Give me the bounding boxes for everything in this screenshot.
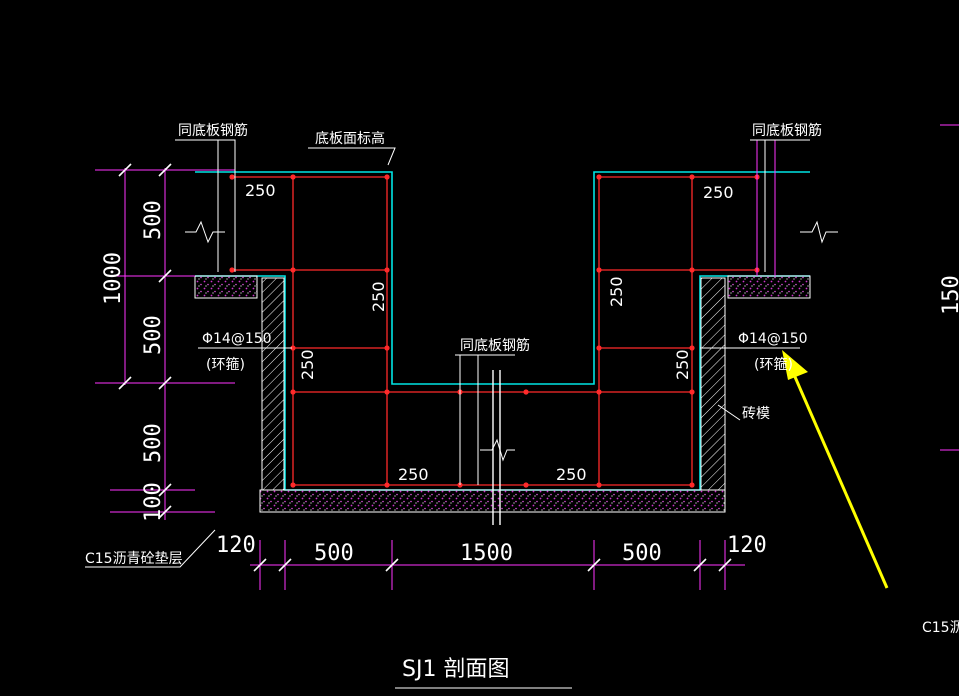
dim-v-500-a: 500: [141, 200, 166, 240]
rebar-dot: [596, 482, 602, 488]
rebar-dot: [290, 482, 296, 488]
rebar-dot: [523, 389, 529, 395]
rebar-dot: [384, 345, 390, 351]
rebar-dot: [689, 345, 695, 351]
spacing-label-vert-2: 250: [298, 349, 317, 380]
rebar-dot: [523, 482, 529, 488]
rebar-dot: [229, 174, 235, 180]
rebar-dot: [384, 389, 390, 395]
rebar-dot: [596, 345, 602, 351]
rebar-dot: [596, 389, 602, 395]
dim-v-right-cut: 150: [939, 275, 959, 315]
dim-v-100: 100: [141, 482, 166, 522]
label-same-rebar-left: 同底板钢筋: [178, 122, 248, 139]
label-cushion-cut: C15沥: [922, 620, 959, 636]
leader-lines: [85, 139, 838, 689]
label-same-rebar-right: 同底板钢筋: [752, 122, 822, 139]
dim-v-500-c: 500: [141, 423, 166, 463]
rebar-dots: [229, 174, 760, 488]
rebar-dot: [384, 482, 390, 488]
rebar-dot: [596, 174, 602, 180]
spacing-label-top-right: 250: [703, 183, 734, 202]
label-slab-elevation: 底板面标高: [315, 130, 385, 147]
ring-bar-spec-right: Φ14@150: [738, 331, 808, 347]
drawing-title: SJ1 剖面图: [402, 657, 509, 682]
dim-h-120-right: 120: [727, 533, 767, 558]
dim-v-500-b: 500: [141, 315, 166, 355]
spacing-label-vert-1: 250: [369, 281, 388, 312]
rebar-dot: [689, 267, 695, 273]
yellow-arrow: [782, 350, 889, 589]
rebar-dot: [384, 267, 390, 273]
label-brick-mold: 砖模: [742, 406, 770, 422]
rebar-dot: [689, 482, 695, 488]
dim-h-500-right: 500: [622, 541, 662, 566]
dimension-lines: [95, 124, 959, 590]
rebar-dot: [290, 174, 296, 180]
rebar-dot: [596, 267, 602, 273]
spacing-label-vert-3: 250: [607, 276, 626, 307]
rebar-dot: [689, 389, 695, 395]
rebar-lines: [232, 176, 757, 486]
label-same-rebar-center: 同底板钢筋: [460, 337, 530, 354]
rebar-dot: [229, 267, 235, 273]
spacing-label-bottom-right: 250: [556, 465, 587, 484]
ring-bar-spec-left: Φ14@150: [202, 331, 272, 347]
ring-bar-note-right: (环箍): [754, 356, 793, 373]
rebar-dot: [290, 389, 296, 395]
rebar-dot: [384, 174, 390, 180]
spacing-label-vert-4: 250: [673, 349, 692, 380]
rebar-dot: [290, 345, 296, 351]
dim-v-1000: 1000: [101, 252, 126, 305]
spacing-label-top-left: 250: [245, 181, 276, 200]
dim-h-500-left: 500: [314, 541, 354, 566]
rebar-dot: [290, 267, 296, 273]
ring-bar-note-left: (环箍): [206, 356, 245, 373]
label-cushion: C15沥青砼垫层: [85, 551, 183, 567]
rebar-dot: [689, 174, 695, 180]
dim-h-1500: 1500: [460, 541, 513, 566]
brick-mold: [261, 277, 726, 491]
spacing-label-bottom-left: 250: [398, 465, 429, 484]
dimension-ticks: [118, 163, 732, 572]
dim-h-120-left: 120: [216, 533, 256, 558]
